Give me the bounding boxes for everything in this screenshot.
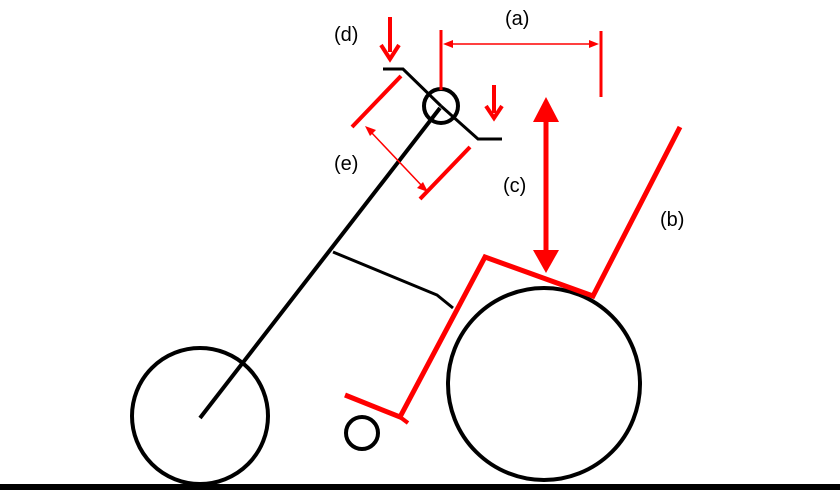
label-d: (d) [334,24,358,46]
measure-d-arrow-left-head [379,43,401,63]
caster-wheel [344,415,380,451]
measure-c-arrow-down [533,250,559,273]
rear-wheel [446,286,642,482]
crank-arm-left [383,67,443,108]
wheelchair-frame [344,125,683,421]
front-wheel [130,346,270,486]
measure-d-arrow-right-head [484,104,504,122]
label-a: (a) [505,8,529,30]
measure-e-handle-left [350,74,403,129]
measure-e-handle-right [418,145,472,201]
measure-c-arrow-up [533,97,559,122]
fork-column [198,106,442,420]
label-b: (b) [660,209,684,231]
label-e: (e) [334,153,358,175]
measure-e-line [369,130,424,188]
attachment-strut [332,250,454,310]
measure-a-arrow-left [443,40,453,48]
crank-arm-right [440,104,502,141]
footrest-end [398,415,410,425]
measure-e-arrow-top [365,126,376,136]
label-c: (c) [503,175,526,197]
measure-a-arrow-right [589,40,599,48]
measure-e-arrow-bottom [417,182,428,192]
